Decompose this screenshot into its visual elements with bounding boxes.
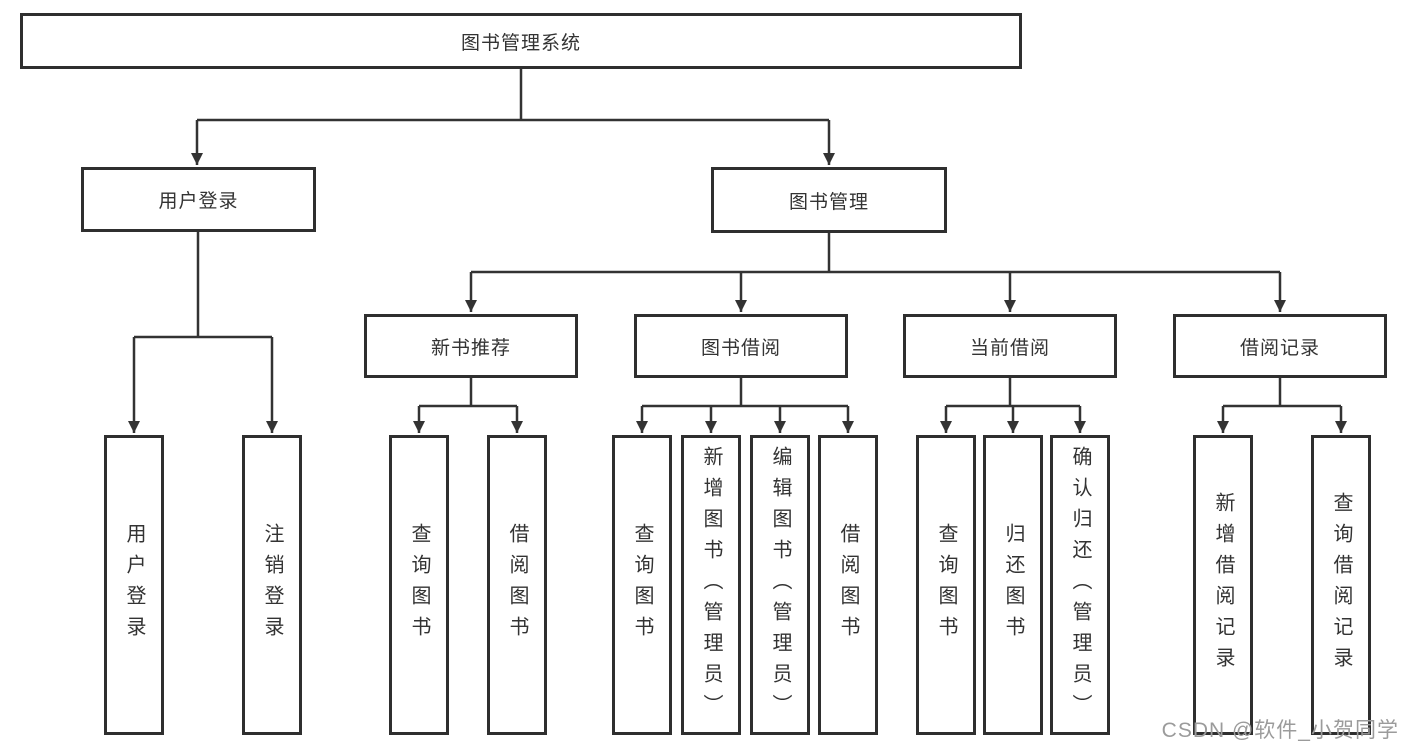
leaf-confirm-return-admin: 确认归还（管理员）: [1050, 435, 1110, 735]
leaf-query-borrow-record: 查询借阅记录: [1311, 435, 1371, 735]
node-book-management: 图书管理: [711, 167, 947, 233]
leaf-add-borrow-record: 新增借阅记录: [1193, 435, 1253, 735]
leaf-user-login: 用户登录: [104, 435, 164, 735]
node-user-login: 用户登录: [81, 167, 316, 232]
leaf-borrow-books-borrowing: 借阅图书: [818, 435, 878, 735]
leaf-query-books-recommend: 查询图书: [389, 435, 449, 735]
leaf-borrow-books-recommend: 借阅图书: [487, 435, 547, 735]
node-borrowing-records: 借阅记录: [1173, 314, 1387, 378]
node-book-borrowing: 图书借阅: [634, 314, 848, 378]
node-current-borrowing: 当前借阅: [903, 314, 1117, 378]
leaf-query-books-current: 查询图书: [916, 435, 976, 735]
leaf-edit-book-admin: 编辑图书（管理员）: [750, 435, 810, 735]
node-new-book-recommendation: 新书推荐: [364, 314, 578, 378]
leaf-add-book-admin: 新增图书（管理员）: [681, 435, 741, 735]
node-library-management-system: 图书管理系统: [20, 13, 1022, 69]
csdn-watermark: CSDN @软件_小贺同学: [1161, 719, 1399, 742]
leaf-logout: 注销登录: [242, 435, 302, 735]
leaf-query-books-borrowing: 查询图书: [612, 435, 672, 735]
leaf-return-book: 归还图书: [983, 435, 1043, 735]
